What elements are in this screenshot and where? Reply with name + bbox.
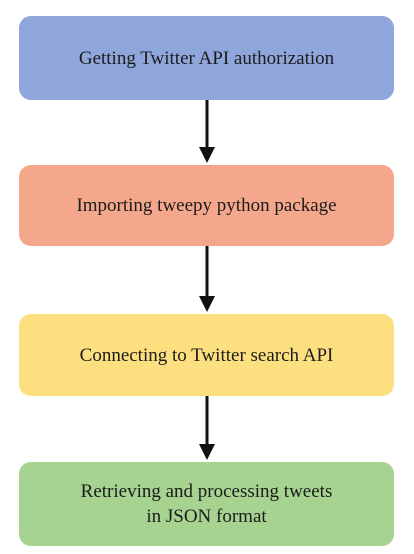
step-1-box: Getting Twitter API authorization bbox=[19, 16, 394, 100]
step-4-box: Retrieving and processing tweets in JSON… bbox=[19, 462, 394, 546]
step-2-label: Importing tweepy python package bbox=[76, 195, 337, 216]
step-1-label: Getting Twitter API authorization bbox=[78, 47, 335, 69]
step-2-box: Importing tweepy python package bbox=[19, 165, 394, 246]
step-3-box: Connecting to Twitter search API bbox=[19, 314, 394, 396]
step-4-label: Retrieving and processing tweets in JSON… bbox=[80, 481, 333, 527]
arrow-2 bbox=[199, 246, 215, 312]
step-3-label: Connecting to Twitter search API bbox=[79, 344, 334, 366]
arrow-3 bbox=[199, 396, 215, 460]
arrow-1 bbox=[199, 100, 215, 163]
